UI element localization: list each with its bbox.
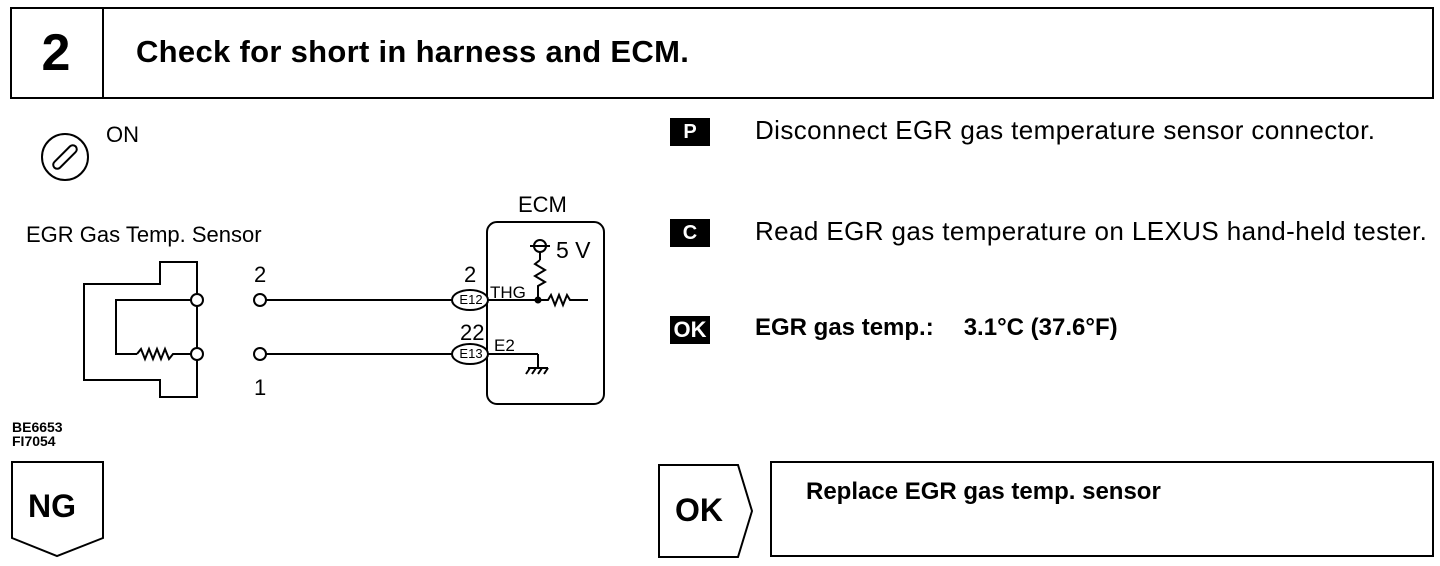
ok-condition-value: 3.1°C (37.6°F) xyxy=(963,314,1118,341)
ignition-switch-icon xyxy=(41,133,89,181)
sensor-resistor xyxy=(136,346,197,362)
ok-arrow-shape xyxy=(658,464,754,558)
procedure-badge-p: P xyxy=(670,118,710,146)
figure-code: BE6653 xyxy=(12,419,63,435)
ignition-label: ON xyxy=(106,122,139,147)
ok-label: OK xyxy=(675,492,723,528)
step-number: 2 xyxy=(10,7,104,99)
sensor-pin-top: 2 xyxy=(254,262,267,287)
procedure-badge-c: C xyxy=(670,219,710,247)
instruction-disconnect: Disconnect EGR gas temperature sensor co… xyxy=(755,115,1376,145)
ok-condition-label: EGR gas temp.: xyxy=(755,314,934,341)
ecm-label: ECM xyxy=(518,192,567,217)
signal-top-label: THG xyxy=(490,283,526,302)
page-title: Check for short in harness and ECM. xyxy=(136,34,690,69)
figure-code: FI7054 xyxy=(12,433,56,449)
connector-e13-label: E13 xyxy=(459,346,483,361)
ecm-pin-bottom: 22 xyxy=(460,320,485,345)
sensor-label: EGR Gas Temp. Sensor xyxy=(26,222,262,247)
ok-badge: OK xyxy=(670,316,710,344)
sensor-terminal-bottom xyxy=(190,347,204,361)
sensor-pin-bottom: 1 xyxy=(254,375,267,400)
ok-result-box xyxy=(770,461,1434,557)
pullup-resistor xyxy=(533,259,547,300)
ng-label: NG xyxy=(28,488,76,524)
header-box xyxy=(10,7,1434,99)
ground-symbol xyxy=(525,367,549,375)
instruction-read: Read EGR gas temperature on LEXUS hand-h… xyxy=(755,216,1428,246)
ecm-internal-resistor xyxy=(538,292,588,308)
signal-bottom-label: E2 xyxy=(494,336,515,355)
wiring-diagram xyxy=(83,221,605,405)
voltage-label: 5 V xyxy=(556,237,591,263)
ng-arrow-shape xyxy=(11,461,104,558)
sensor-terminal-top xyxy=(190,293,204,307)
connector-e12-label: E12 xyxy=(459,292,483,307)
ecm-box xyxy=(486,221,605,405)
ok-action-text: Replace EGR gas temp. sensor xyxy=(806,478,1161,505)
ok-condition: EGR gas temp.: 3.1°C (37.6°F) xyxy=(755,314,1118,342)
ecm-pin-top: 2 xyxy=(464,262,477,287)
